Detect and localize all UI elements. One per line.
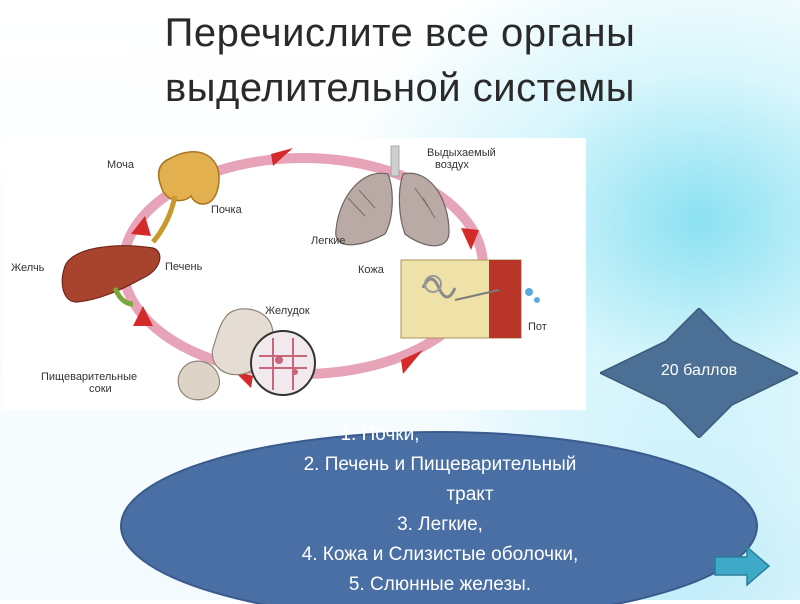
arrow-right-icon [714, 545, 771, 587]
answer-item-2: 2. Печень и Пищеварительный [303, 454, 577, 475]
label-bile: Желчь [11, 262, 45, 274]
excretion-diagram: Моча Почка Выдыхаемый воздух Легкие Кожа… [3, 138, 586, 410]
label-juices-2: соки [89, 383, 112, 395]
skin-illustration [400, 259, 540, 339]
answer-ellipse [120, 431, 758, 604]
title-line-2: выделительной системы [165, 66, 635, 110]
stomach-illustration [177, 308, 316, 401]
label-kidney: Почка [211, 204, 243, 216]
arrow-right [461, 228, 479, 250]
arrow-left-low [133, 306, 153, 326]
lungs-illustration [335, 145, 450, 247]
arrow-left-high [131, 216, 151, 236]
label-liver: Печень [165, 261, 203, 273]
next-slide-button[interactable] [713, 545, 771, 587]
label-sweat: Пот [528, 321, 547, 333]
label-urine: Моча [107, 159, 135, 171]
answer-item-4: 4. Кожа и Слизистые оболочки, [301, 544, 579, 565]
arrow-bottom-right [401, 350, 423, 374]
label-juices-1: Пищеварительные [41, 371, 137, 383]
title-line-1: Перечислите все органы [164, 11, 636, 55]
liver-illustration [61, 245, 161, 307]
arrow-top [271, 148, 293, 166]
score-star [600, 308, 798, 438]
answer-item-1: 1. Почки, [340, 424, 420, 445]
title-line-3: организма [20, 116, 780, 130]
answer-item-5: 5. Слюнные железы. [348, 574, 532, 595]
score-label: 20 баллов [660, 362, 738, 379]
answer-list: 1. Почки, 2. Печень и Пищеварительный тр… [200, 420, 680, 600]
answer-item-3: 3. Легкие, [397, 514, 483, 535]
answer-item-2-cont: тракт [446, 484, 494, 505]
cycle-arrows [131, 148, 479, 388]
label-stomach: Желудок [265, 305, 310, 317]
label-exhaled-2: воздух [435, 159, 469, 171]
kidney-illustration [151, 151, 220, 244]
slide-title: Перечислите все органы выделительной сис… [20, 6, 780, 130]
label-exhaled-1: Выдыхаемый [427, 147, 496, 159]
label-lungs: Легкие [311, 235, 345, 247]
label-skin: Кожа [358, 264, 385, 276]
